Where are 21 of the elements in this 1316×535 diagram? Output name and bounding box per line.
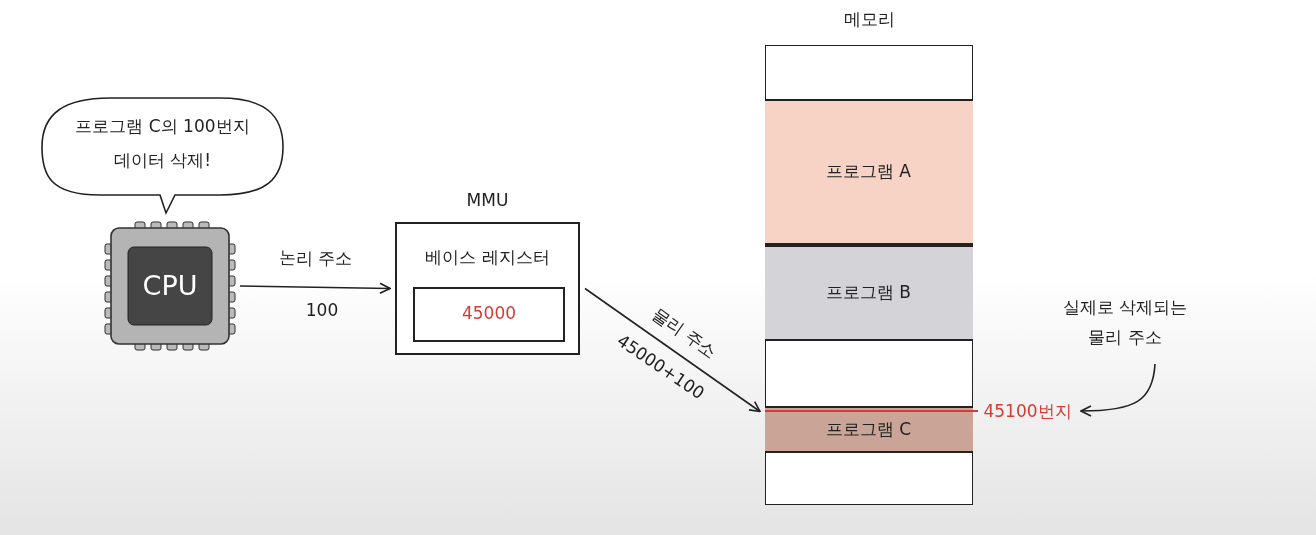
- speech-text: 프로그램 C의 100번지 데이터 삭제!: [75, 115, 250, 172]
- arrow: [584, 287, 761, 413]
- chip-label: CPU: [141, 270, 199, 301]
- memory-block: [764, 406, 973, 453]
- arrow: [239, 282, 391, 295]
- address-line: [764, 410, 979, 412]
- register-value: 45000: [460, 303, 518, 323]
- value-text: 100: [304, 300, 340, 320]
- memory-block: [764, 99, 973, 245]
- edge-label: 논리 주소: [277, 246, 354, 271]
- block-label: 프로그램 A: [824, 160, 912, 183]
- block-label: 프로그램 B: [824, 281, 913, 304]
- register-box: [413, 287, 565, 342]
- box-title: 베이스 레지스터: [424, 246, 551, 269]
- memory-block: [764, 245, 973, 341]
- box-heading: MMU: [465, 190, 510, 210]
- block-label: 프로그램 C: [824, 417, 913, 441]
- address-label: 45100번지: [980, 399, 1075, 423]
- note-text: 실제로 삭제되는 물리 주소: [1055, 292, 1195, 356]
- arrow: [1080, 363, 1156, 417]
- column-heading: 메모리: [842, 8, 896, 31]
